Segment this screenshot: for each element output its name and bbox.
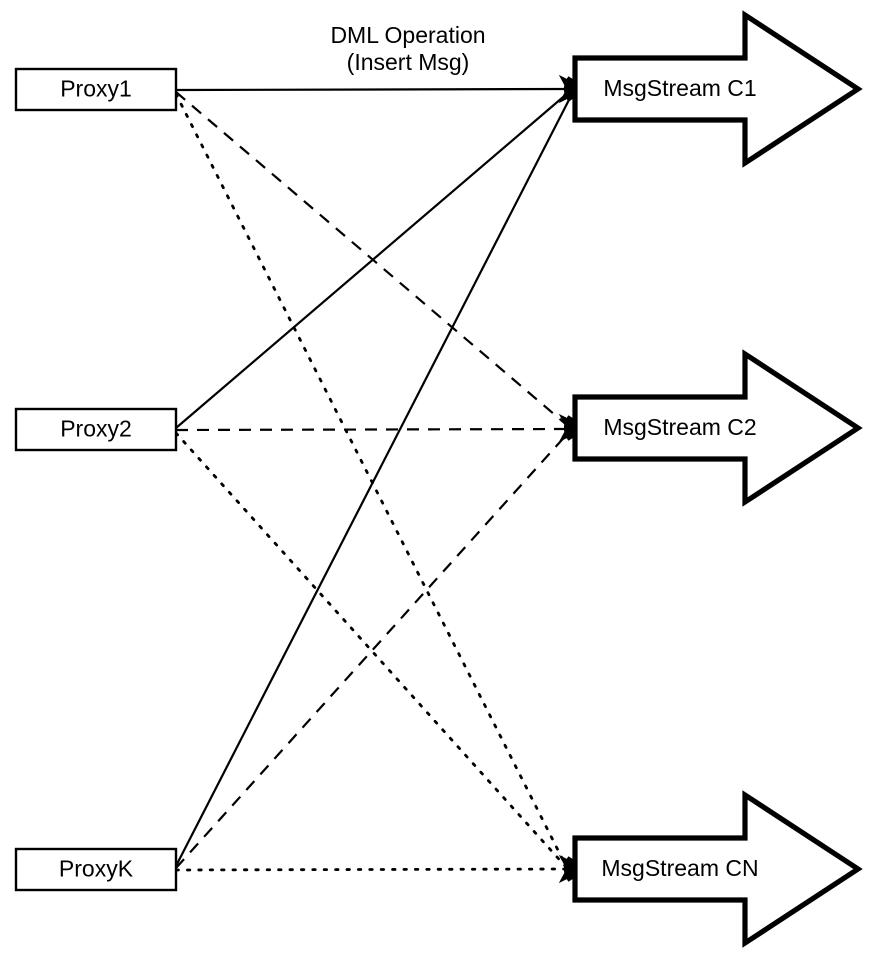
link-proxy2-to-c2 bbox=[175, 427, 569, 432]
link-proxyk-to-cn bbox=[174, 867, 568, 872]
stream-msgstream-cn[interactable]: MsgStream CN bbox=[572, 790, 863, 948]
annotations-layer: DML Operation(Insert Msg) bbox=[330, 22, 485, 75]
stream-label-msgstream-c1: MsgStream C1 bbox=[603, 75, 756, 101]
node-proxy1[interactable]: Proxy1 bbox=[14, 67, 178, 112]
links-layer bbox=[174, 87, 573, 872]
link-proxy1-to-cn bbox=[174, 92, 568, 868]
node-box-proxy2[interactable] bbox=[14, 407, 178, 452]
stream-arrow-shape-msgstream-cn[interactable] bbox=[572, 790, 863, 948]
node-proxy2[interactable]: Proxy2 bbox=[14, 407, 178, 452]
node-box-proxy1[interactable] bbox=[14, 67, 178, 112]
stream-arrow-shape-msgstream-c2[interactable] bbox=[572, 349, 863, 507]
stream-label-msgstream-cn: MsgStream CN bbox=[601, 855, 758, 881]
stream-msgstream-c2[interactable]: MsgStream C2 bbox=[572, 349, 863, 507]
link-proxyk-to-c1 bbox=[175, 93, 573, 867]
node-label-proxy1: Proxy1 bbox=[60, 76, 132, 102]
node-label-proxy2: Proxy2 bbox=[60, 416, 132, 442]
streams-layer: MsgStream C1 MsgStream C2 MsgStream CN bbox=[572, 10, 863, 948]
node-box-proxyk[interactable] bbox=[14, 847, 178, 892]
stream-label-msgstream-c2: MsgStream C2 bbox=[603, 414, 756, 440]
link-proxy2-to-c1 bbox=[175, 91, 570, 429]
annotation-line2: (Insert Msg) bbox=[347, 49, 470, 75]
link-proxyk-to-c2 bbox=[175, 431, 570, 869]
link-proxy1-to-c1 bbox=[175, 87, 571, 92]
stream-arrow-shape-msgstream-c1[interactable] bbox=[572, 10, 863, 168]
node-proxyk[interactable]: ProxyK bbox=[14, 847, 178, 892]
stream-msgstream-c1[interactable]: MsgStream C1 bbox=[572, 10, 863, 168]
annotation-dml-operation: DML Operation(Insert Msg) bbox=[330, 22, 485, 75]
arrowheads-layer bbox=[558, 74, 588, 884]
annotation-line1: DML Operation bbox=[330, 22, 485, 48]
node-label-proxyk: ProxyK bbox=[59, 856, 134, 882]
